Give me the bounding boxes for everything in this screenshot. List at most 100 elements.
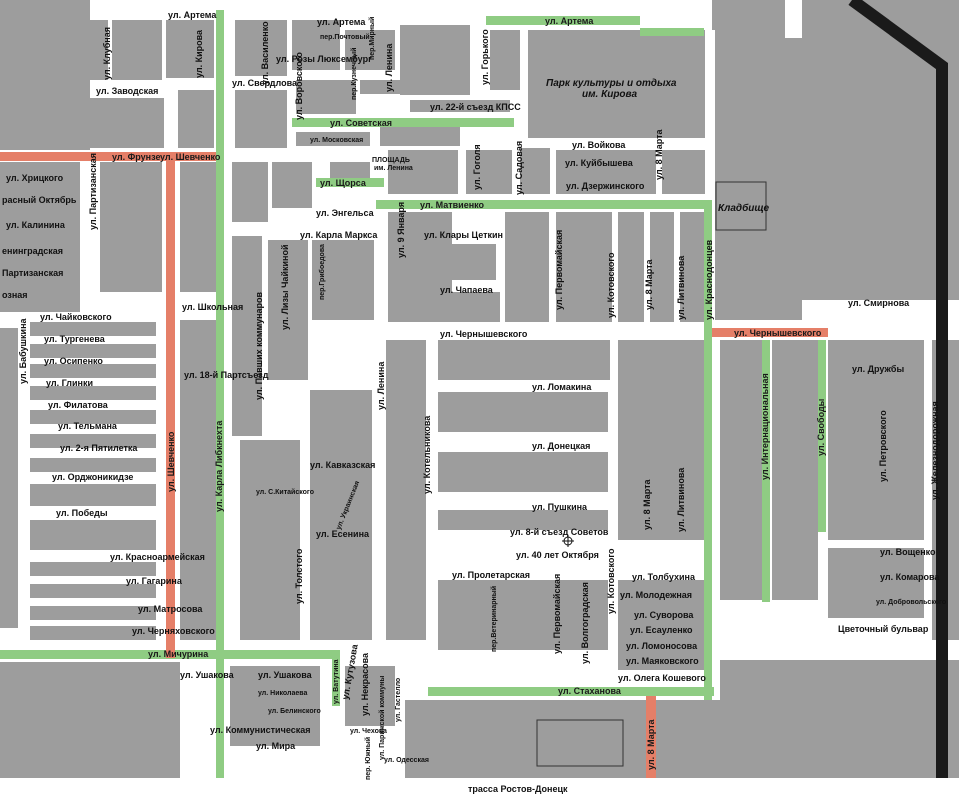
block bbox=[30, 520, 156, 550]
highway-strip bbox=[0, 778, 959, 800]
block bbox=[438, 510, 608, 530]
block bbox=[466, 150, 512, 194]
block bbox=[0, 0, 90, 150]
street-label: пер. Южный bbox=[364, 737, 372, 780]
street-label: ул. Дзержинского bbox=[566, 181, 645, 191]
street-label: ул. Железнодорожная bbox=[930, 401, 940, 500]
street-label: ул. Хрицкого bbox=[6, 173, 64, 183]
block bbox=[30, 484, 156, 506]
street-label: ул. 22-й съезд КПСС bbox=[430, 102, 521, 112]
block bbox=[618, 340, 708, 540]
matvienko-highlight bbox=[376, 200, 710, 209]
block bbox=[438, 452, 608, 492]
street-label: ул. Маяковского bbox=[626, 656, 699, 666]
street-label: ул. Артема bbox=[168, 10, 217, 20]
street-label: ул. Чапаева bbox=[440, 285, 494, 295]
street-label: ул. Ватутина bbox=[333, 659, 340, 704]
street-label: ул. Мичурина bbox=[148, 649, 209, 659]
street-label: Партизанская bbox=[2, 268, 63, 278]
street-label: ул. Стаханова bbox=[558, 686, 622, 696]
street-label: ул. Гастелло bbox=[395, 678, 402, 722]
street-label: ул. Свердлова bbox=[232, 78, 298, 88]
artema-highlight-2 bbox=[640, 28, 704, 36]
street-label: ул. Олега Кошевого bbox=[618, 673, 706, 683]
street-label: ул. Орджоникидзе bbox=[52, 472, 133, 482]
block bbox=[30, 626, 156, 640]
shevchenko-highlight bbox=[166, 156, 175, 658]
street-label: пер.Кузнечный bbox=[350, 48, 358, 100]
street-label: ул. Мира bbox=[256, 741, 296, 751]
block bbox=[410, 100, 510, 112]
block bbox=[650, 212, 674, 322]
block bbox=[30, 434, 156, 448]
street-label: ул. Молодежная bbox=[620, 590, 692, 600]
street-label: ул. Петровского bbox=[878, 410, 888, 482]
block bbox=[30, 458, 156, 472]
street-label: ул. Артема bbox=[545, 16, 594, 26]
block bbox=[30, 584, 156, 598]
frunze-highlight bbox=[0, 152, 216, 161]
street-label: ул. Партизанская bbox=[88, 153, 98, 230]
shchorsa-highlight bbox=[316, 178, 384, 187]
street-label: ул. Пушкина bbox=[532, 502, 588, 512]
street-label: ул. Чернышевского bbox=[440, 329, 528, 339]
street-label: ул. Добровольского bbox=[876, 598, 946, 606]
internatsionalnaya-highlight bbox=[762, 340, 770, 602]
svobody-highlight bbox=[818, 340, 826, 532]
block bbox=[438, 340, 610, 380]
block bbox=[240, 440, 300, 640]
block bbox=[30, 410, 156, 424]
block bbox=[556, 150, 656, 194]
block bbox=[268, 240, 308, 380]
cemetery-label: Кладбище bbox=[718, 202, 770, 214]
block bbox=[802, 0, 959, 300]
street-label: ул. Осипенко bbox=[44, 356, 103, 366]
street-label: ул. Одесская bbox=[384, 757, 429, 764]
park-label: им. Кирова bbox=[582, 89, 637, 100]
block bbox=[386, 340, 426, 640]
block bbox=[310, 390, 372, 640]
street-label: ул. Воровского bbox=[294, 52, 304, 120]
street-label: ул. Есенина bbox=[316, 529, 370, 539]
street-label: ул. Ленина bbox=[384, 43, 394, 92]
street-label: ул. Лизы Чайкиной bbox=[280, 245, 290, 330]
street-label: ул. Ломоносова bbox=[626, 641, 698, 651]
street-label: озная bbox=[2, 290, 28, 300]
street-label: ул. Котовского bbox=[606, 252, 616, 318]
street-label: пер.Мирный bbox=[368, 17, 376, 60]
street-label: енинградская bbox=[2, 246, 63, 256]
street-label: ул. 8 Марта bbox=[644, 258, 654, 310]
block bbox=[296, 132, 370, 146]
street-label: ул. Чернышевского bbox=[734, 328, 822, 338]
block bbox=[438, 392, 608, 432]
vatutina-highlight bbox=[332, 650, 340, 706]
street-label: ПЛОЩАДЬ bbox=[372, 157, 410, 164]
street-label: ул. Свободы bbox=[816, 398, 826, 456]
block bbox=[618, 580, 708, 670]
block bbox=[100, 162, 162, 292]
chernyshevskogo-highlight bbox=[712, 328, 828, 337]
street-label: ул. Розы Люксембург bbox=[276, 54, 372, 64]
street-label: ул. Белинского bbox=[268, 708, 321, 715]
street-label: ул. Матросова bbox=[138, 604, 203, 614]
street-label: ул. Литвинова bbox=[676, 467, 686, 532]
street-label: ул. Интернациональная bbox=[760, 373, 770, 480]
street-label: ул. Ломакина bbox=[532, 382, 592, 392]
block bbox=[410, 244, 496, 280]
block bbox=[520, 148, 550, 194]
block bbox=[345, 30, 395, 70]
street-label: ул. Войкова bbox=[572, 140, 626, 150]
street-label: ул. Красноармейская bbox=[110, 552, 205, 562]
street-label: ул. Куйбышева bbox=[565, 158, 634, 168]
street-label: ул. Бабушкина bbox=[18, 318, 28, 384]
street-label: ул. Тургенева bbox=[44, 334, 106, 344]
street-label: ул. Горького bbox=[480, 29, 490, 85]
block bbox=[0, 328, 18, 628]
street-label: ул. Литвинова bbox=[676, 255, 686, 320]
street-label: расный Октябрь bbox=[2, 195, 77, 205]
block bbox=[30, 322, 156, 336]
block bbox=[388, 150, 458, 194]
block bbox=[556, 212, 612, 322]
street-label: ул. Коммунистическая bbox=[210, 725, 310, 735]
